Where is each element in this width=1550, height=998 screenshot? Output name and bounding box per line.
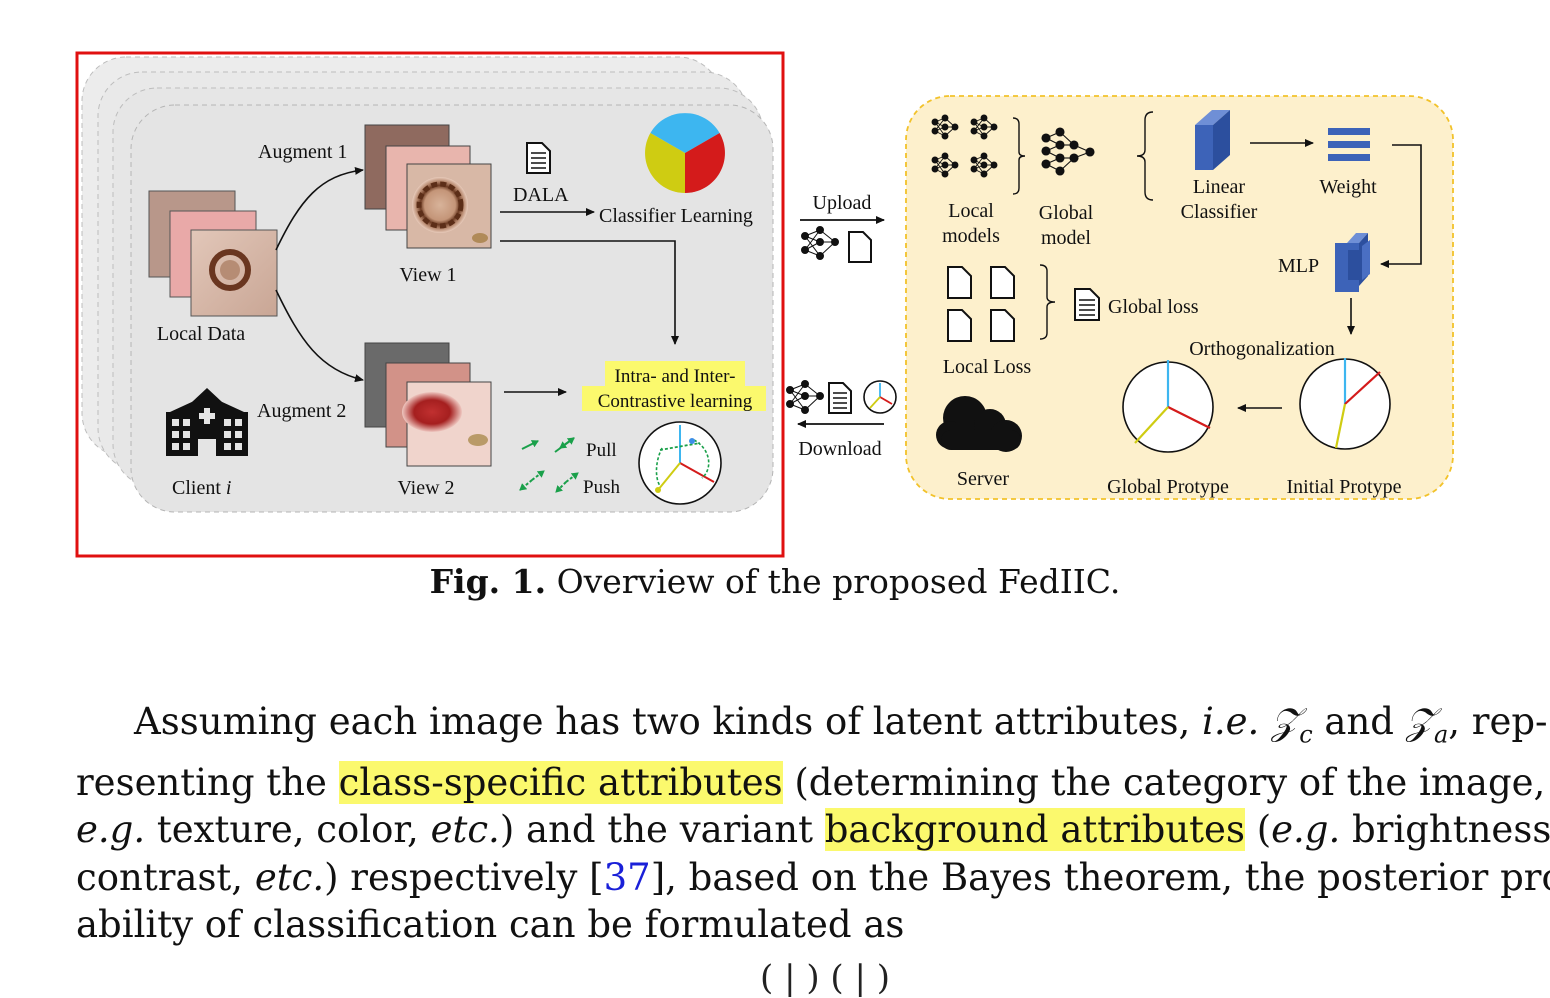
download-prototype-icon	[863, 380, 897, 414]
caption-label: Fig. 1.	[429, 562, 547, 601]
hospital-icon	[166, 388, 248, 456]
paragraph-line-1: Assuming each image has two kinds of lat…	[134, 700, 1548, 749]
global-loss-label: Global loss	[1108, 296, 1199, 318]
classifier-pie-icon	[645, 113, 725, 193]
paragraph-line-4: contrast, etc.) respectively [37], based…	[76, 855, 1550, 899]
paragraph-line-5: ability of classification can be formula…	[76, 903, 905, 947]
local-loss-label: Local Loss	[943, 356, 1032, 378]
local-models-label-1: Local	[948, 200, 994, 222]
local-data-images	[148, 190, 278, 317]
contrastive-label-line1: Intra- and Inter-	[615, 366, 736, 387]
download-document-icon	[828, 382, 852, 414]
document-icon	[526, 142, 551, 174]
local-loss-icons	[947, 266, 1015, 342]
server-label: Server	[957, 468, 1010, 490]
local-data-label: Local Data	[157, 323, 245, 345]
augment-1-label: Augment 1	[258, 141, 347, 163]
figure-caption: Fig. 1. Overview of the proposed FedIIC.	[0, 562, 1550, 601]
weight-icon	[1328, 128, 1370, 161]
global-model-label-2: model	[1041, 227, 1091, 249]
global-model-label-1: Global	[1039, 202, 1094, 224]
augment-2-label: Augment 2	[257, 400, 346, 422]
cloud-icon	[936, 396, 1022, 452]
view-2-label: View 2	[397, 477, 454, 499]
download-label: Download	[798, 438, 881, 460]
pull-icon	[521, 437, 575, 453]
local-loss-bracket	[1039, 264, 1056, 340]
contrastive-label-line2: Contrastive learning	[598, 391, 753, 412]
paragraph-line-3: e.g. texture, color, etc.) and the varia…	[76, 808, 1550, 852]
view-2-images	[364, 342, 492, 467]
highlight-class-specific: class-specific attributes	[338, 760, 783, 804]
upload-network-icon	[801, 226, 839, 260]
weight-to-mlp-arrow	[1380, 144, 1422, 268]
paragraph-line-2: resenting the class-specific attributes …	[76, 760, 1546, 804]
mlp-block-icon	[1335, 233, 1370, 292]
augment-1-arrow	[275, 166, 364, 251]
push-icon	[519, 470, 579, 493]
caption-text: Overview of the proposed FedIIC.	[546, 562, 1121, 601]
client-label: Client i	[172, 477, 231, 499]
body-paragraph: Assuming each image has two kinds of lat…	[76, 698, 1550, 949]
view-1-label: View 1	[399, 264, 456, 286]
classifier-bracket	[1136, 111, 1154, 201]
contrastive-space-diagram	[638, 421, 722, 505]
highlight-background: background attributes	[824, 808, 1245, 852]
upload-document-icon	[848, 231, 872, 263]
orthogonalization-label: Orthogonalization	[1189, 338, 1335, 360]
global-protype-label: Global Protype	[1107, 476, 1229, 498]
initial-prototype-diagram	[1299, 358, 1391, 450]
dala-label: DALA	[513, 184, 569, 206]
augment-2-arrow	[275, 289, 364, 383]
equation-fragment: ( | ) ( | )	[760, 958, 891, 998]
local-models-label-2: models	[942, 225, 1000, 247]
citation-link[interactable]: 37	[603, 855, 651, 899]
view-1-images	[364, 124, 492, 249]
local-models-bracket	[1012, 117, 1026, 195]
classifier-learning-label: Classifier Learning	[599, 205, 753, 227]
mlp-label: MLP	[1278, 255, 1319, 277]
linear-classifier-label-1: Linear	[1193, 176, 1246, 198]
pull-label: Pull	[586, 440, 617, 461]
download-network-icon	[786, 380, 824, 414]
global-loss-icon	[1074, 288, 1100, 321]
linear-classifier-label-2: Classifier	[1181, 201, 1258, 223]
weight-label: Weight	[1319, 176, 1377, 198]
global-model-icon	[1041, 127, 1095, 176]
global-prototype-diagram	[1122, 360, 1214, 453]
view-1-to-contrastive-arrow	[500, 240, 679, 345]
initial-protype-label: Initial Protype	[1287, 476, 1402, 498]
figure-overview: Local Data Augment 1 Augment 2 Client i …	[75, 51, 1454, 558]
upload-label: Upload	[813, 192, 872, 214]
local-models-icon	[931, 114, 998, 178]
linear-classifier-block-icon	[1195, 110, 1230, 170]
push-label: Push	[583, 477, 620, 498]
